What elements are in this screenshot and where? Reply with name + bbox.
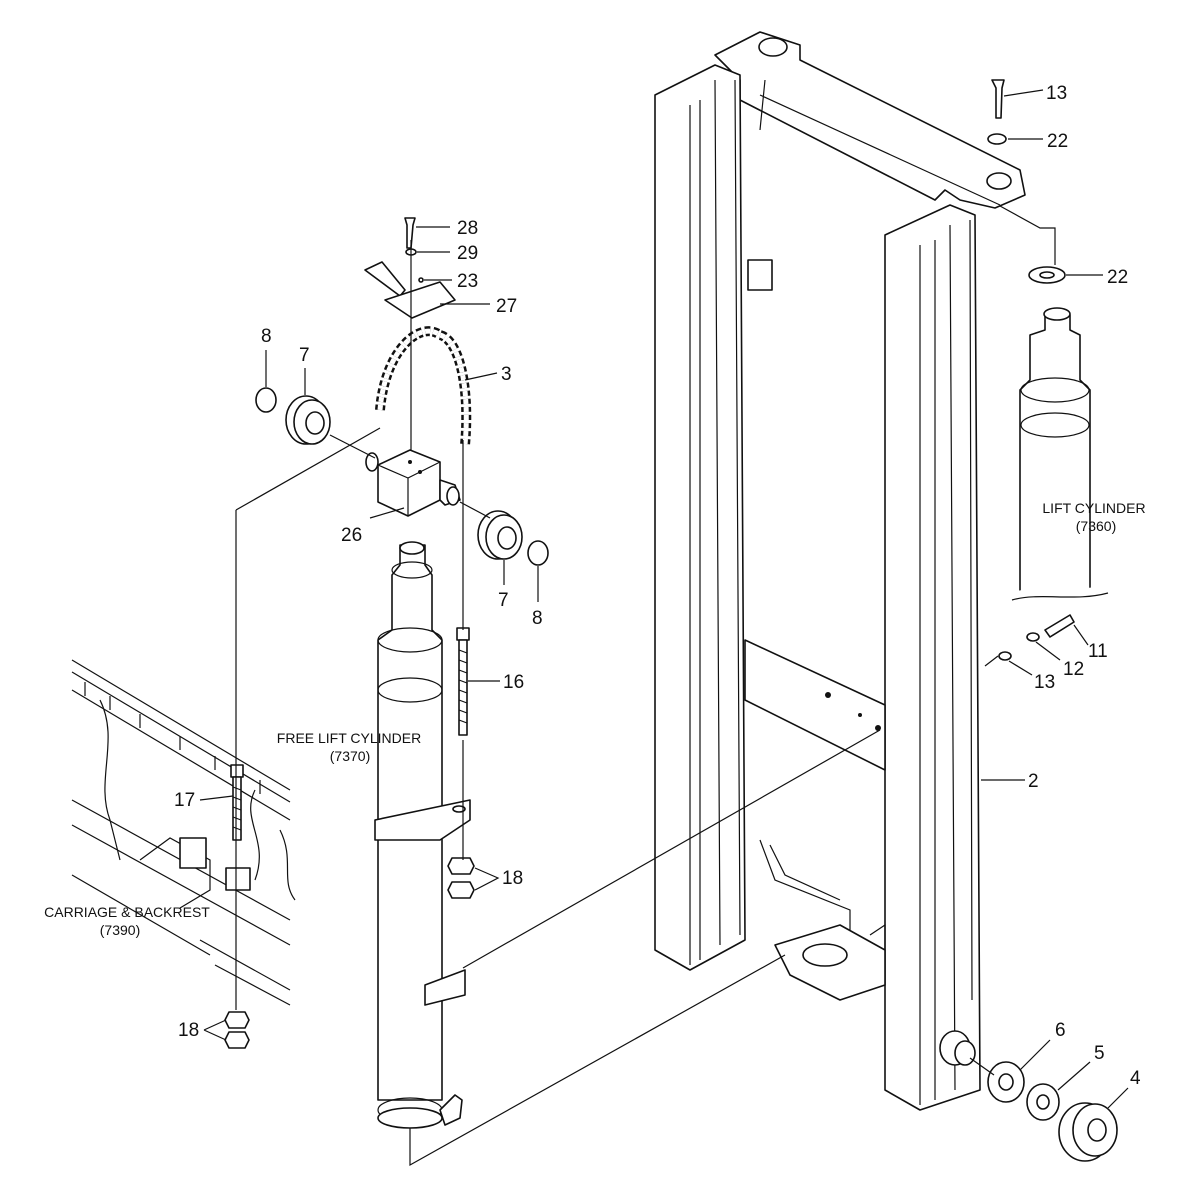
callout-numbers: 13 22 22 28 29 23 27 8 7 3 26 7 8 16 11 … [174,83,1141,1089]
callout-29: 29 [457,243,478,264]
callout-17: 17 [174,790,195,811]
callout-22-top: 22 [1047,131,1068,152]
callout-5: 5 [1094,1043,1105,1064]
callout-3: 3 [501,364,512,385]
callout-27: 27 [496,296,517,317]
lift-cylinder [1007,307,1112,607]
chain-and-sheave [255,261,549,566]
hardware [224,79,1118,1162]
callout-13-top: 13 [1046,83,1067,104]
callout-26: 26 [341,525,362,546]
callout-7-right: 7 [498,590,509,611]
free-lift-cylinder-code: (7370) [330,748,370,764]
carriage-backrest-label: CARRIAGE & BACKREST [44,904,210,920]
lift-cylinder-label: LIFT CYLINDER [1042,500,1145,516]
reference-lines [235,205,1056,1167]
callout-23: 23 [457,271,478,292]
leader-lines [199,89,1129,1109]
callout-7-left: 7 [299,345,310,366]
callout-8-right: 8 [532,608,543,629]
free-lift-cylinder-label: FREE LIFT CYLINDER [277,730,421,746]
callout-11: 11 [1088,641,1108,662]
free-lift-cylinder [374,541,471,1129]
carriage-backrest-partial [71,659,296,1006]
lift-cylinder-code: (7360) [1076,518,1116,534]
assembly-labels: LIFT CYLINDER (7360) FREE LIFT CYLINDER … [44,500,1145,938]
callout-13-mid: 13 [1034,672,1055,693]
callout-18-lower: 18 [178,1020,199,1041]
carriage-backrest-code: (7390) [100,922,140,938]
mast-frame [654,31,1026,1111]
callout-6: 6 [1055,1020,1066,1041]
callout-12: 12 [1063,659,1084,680]
callout-28: 28 [457,218,478,239]
callout-18-mid: 18 [502,868,523,889]
callout-8-left: 8 [261,326,272,347]
callout-2: 2 [1028,771,1039,792]
callout-16: 16 [503,672,524,693]
callout-22-mid: 22 [1107,267,1128,288]
callout-4: 4 [1130,1068,1141,1089]
